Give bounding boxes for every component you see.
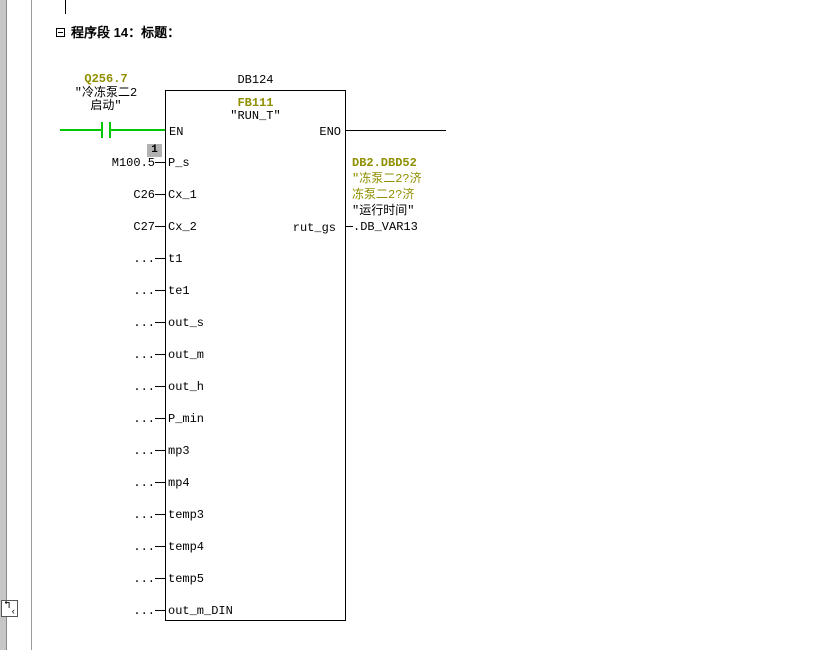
output-operand[interactable]: .DB_VAR13 [353,220,418,234]
minus-icon [58,32,63,33]
eno-pin-label: ENO [319,125,341,139]
margin-divider [31,0,32,650]
en-pin-label: EN [169,125,184,139]
chevron-icon: ‹ [10,607,16,617]
contact-bar-right[interactable] [109,122,111,138]
output-symbol-line1: "冻泵二2?济 [352,172,422,186]
input-pin-label: P_min [168,412,205,426]
output-symbol-line3: "运行时间" [352,204,415,218]
input-pin-label: te1 [168,284,190,298]
input-operand[interactable]: ... [133,476,155,490]
power-rail-segment-right [111,129,165,131]
power-rail-segment-left [60,129,101,131]
contact-symbol-line2: 启动" [90,99,122,113]
fb-name-label: "RUN_T" [230,109,281,123]
input-pin-label: t1 [168,252,183,266]
input-pin-label: out_m_DIN [168,604,233,618]
input-operand[interactable]: ... [133,604,155,618]
return-arrow-icon: ↰ [4,600,11,612]
input-operand[interactable]: ... [133,284,155,298]
left-gutter [0,0,7,650]
output-stub [346,226,353,227]
input-pin-label: temp4 [168,540,205,554]
monitor-value-badge: 1 [147,144,162,157]
pin-stub [155,418,165,419]
contact-address[interactable]: Q256.7 [84,72,128,86]
input-pin-label: Cx_2 [168,220,197,234]
input-operand[interactable]: ... [133,540,155,554]
input-pin-label: P_s [168,156,190,170]
output-address[interactable]: DB2.DBD52 [352,156,417,170]
pin-stub [155,354,165,355]
input-pin-label: Cx_1 [168,188,197,202]
prev-network-wire-remnant [65,0,66,14]
input-operand[interactable]: M100.5 [111,156,155,170]
instance-db-label[interactable]: DB124 [237,73,274,87]
input-pin-label: mp3 [168,444,190,458]
input-pin-label: temp5 [168,572,205,586]
pin-stub [155,546,165,547]
network-title[interactable]: 程序段 14：标题： [71,25,181,40]
pin-stub [155,514,165,515]
fb-type-label: FB111 [237,96,274,110]
input-pin-label: out_s [168,316,205,330]
input-operand[interactable]: ... [133,508,155,522]
input-pin-label: temp3 [168,508,205,522]
pin-stub [155,450,165,451]
input-operand[interactable]: ... [133,444,155,458]
input-operand[interactable]: C27 [133,220,155,234]
pin-stub [155,162,165,163]
contact-bar-left[interactable] [101,122,103,138]
pin-stub [155,386,165,387]
pin-stub [155,194,165,195]
pin-stub [155,610,165,611]
eno-wire [346,130,446,131]
input-operand[interactable]: ... [133,412,155,426]
pin-stub [155,322,165,323]
input-operand[interactable]: ... [133,252,155,266]
input-operand[interactable]: C26 [133,188,155,202]
contact-symbol-line1: "冷冻泵二2 [74,86,138,100]
input-operand[interactable]: ... [133,572,155,586]
overview-toggle-button[interactable]: ↰ ‹ [1,600,18,617]
input-pin-label: out_m [168,348,205,362]
input-pin-label: out_h [168,380,205,394]
input-operand[interactable]: ... [133,380,155,394]
pin-stub [155,482,165,483]
input-pin-label: mp4 [168,476,190,490]
pin-stub [155,290,165,291]
pin-stub [155,258,165,259]
output-pin-label: rut_gs [292,221,336,235]
fb-block[interactable]: FB111 "RUN_T" EN ENO rut_gs [165,90,346,621]
pin-stub [155,226,165,227]
pin-stub [155,578,165,579]
input-operand[interactable]: ... [133,348,155,362]
output-symbol-line2: 冻泵二2?济 [352,188,415,202]
network-collapse-box[interactable] [56,28,65,37]
input-operand[interactable]: ... [133,316,155,330]
